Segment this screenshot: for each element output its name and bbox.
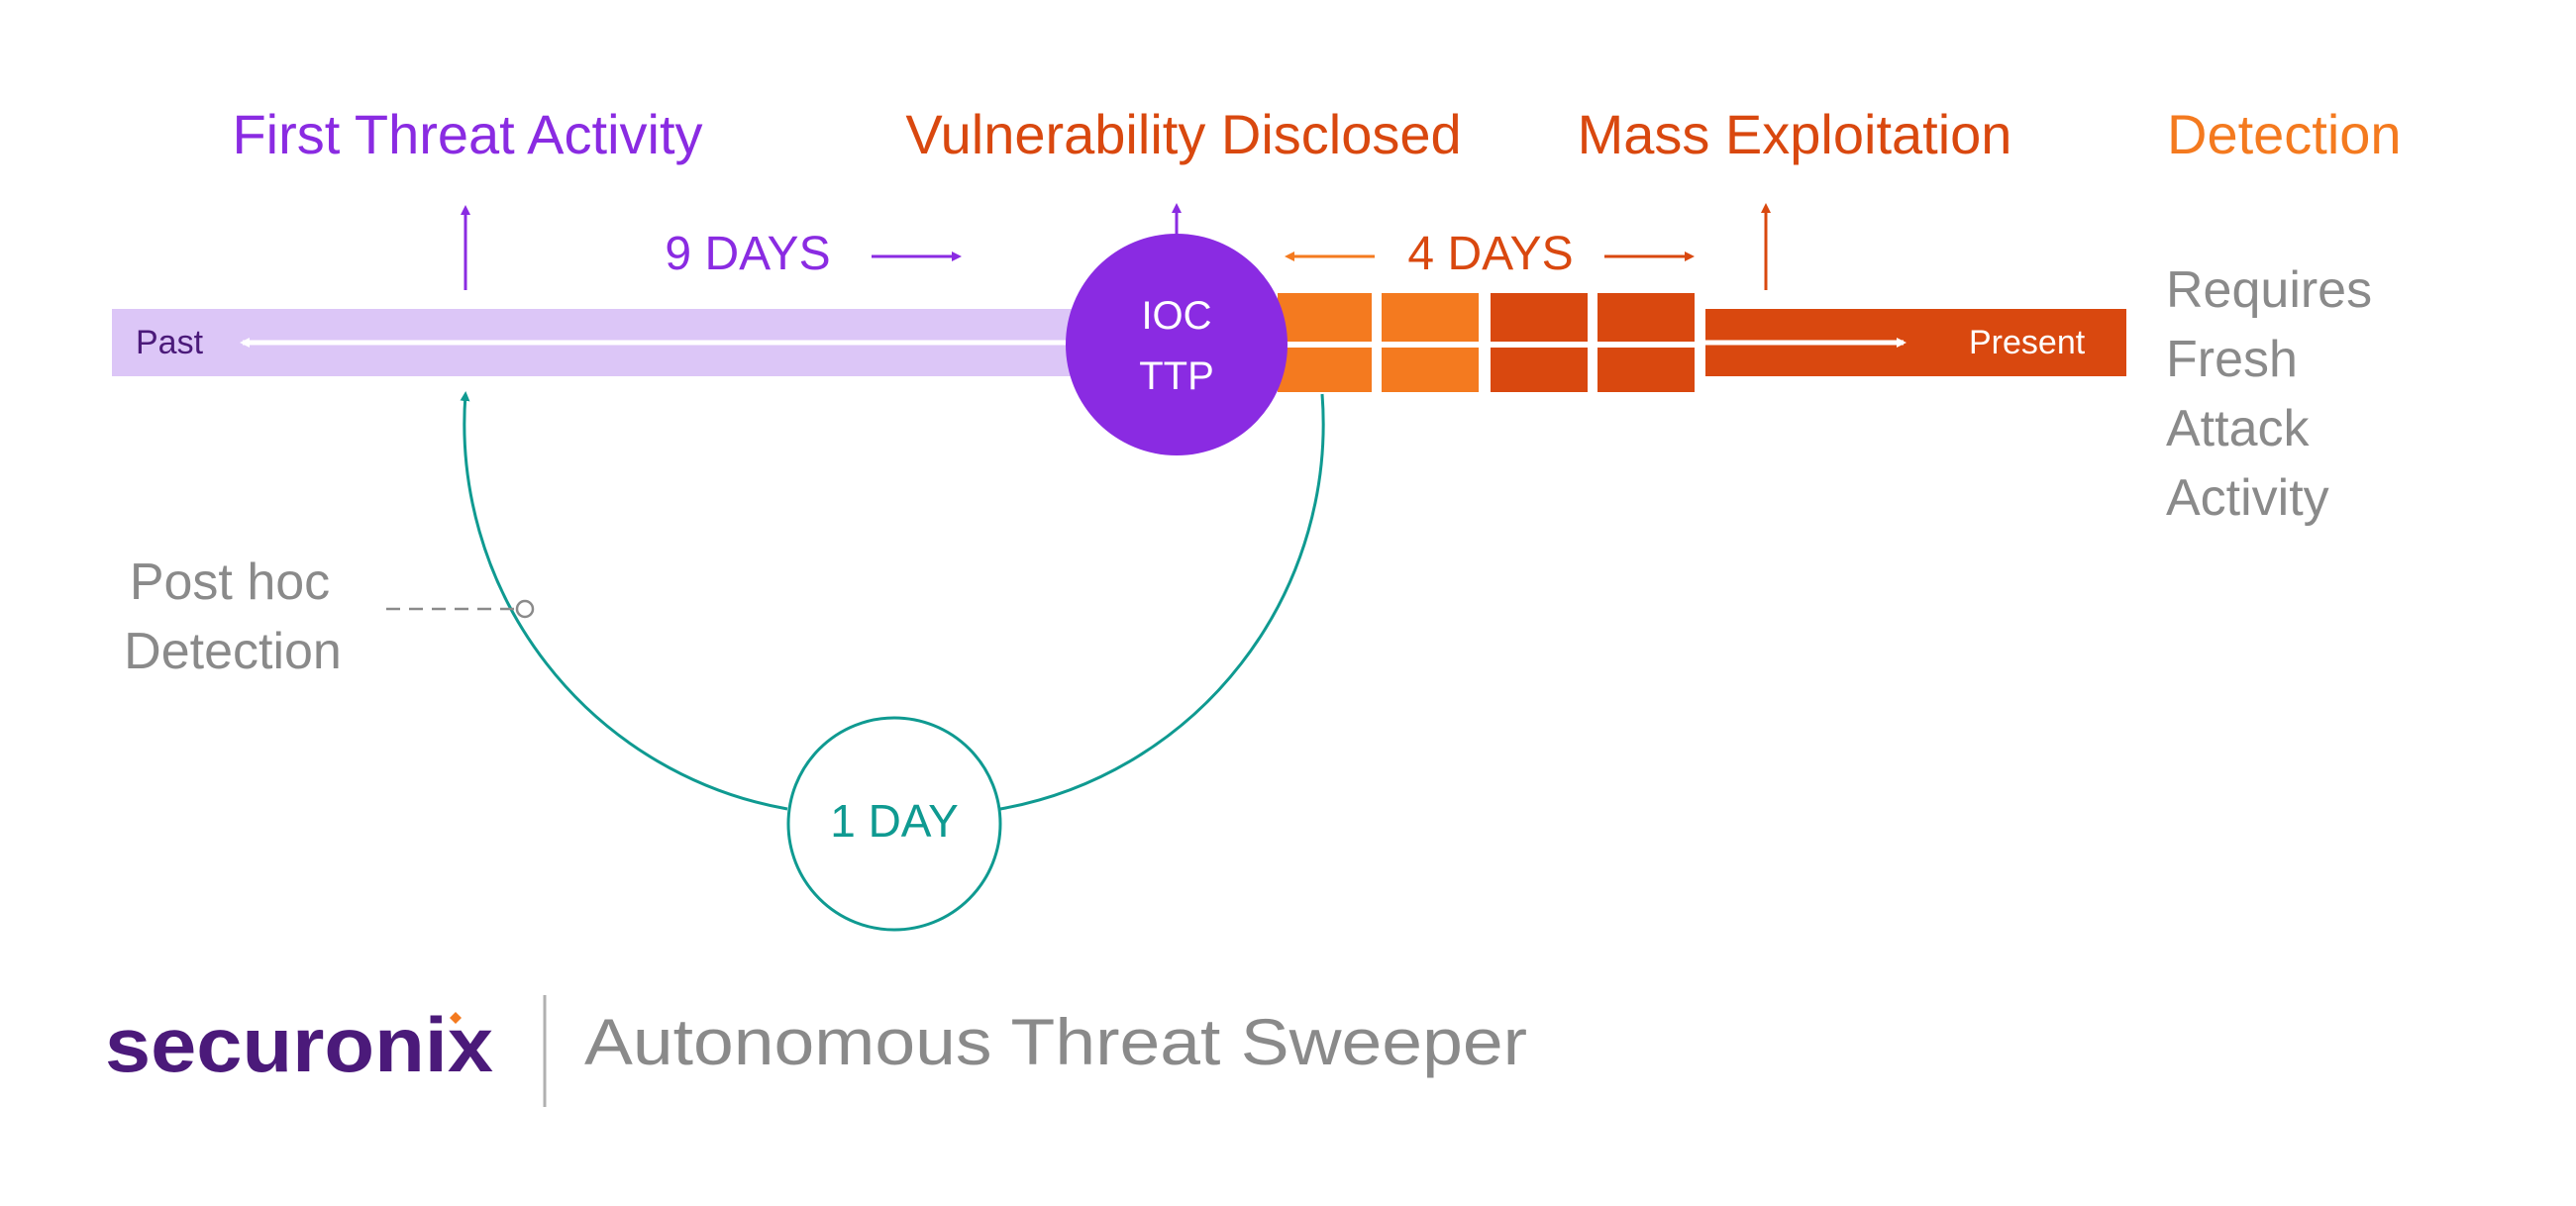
post-hoc-line-1: Post hoc [130, 553, 330, 611]
one-day-loop-left [460, 391, 788, 811]
day-block-4-bottom [1597, 348, 1695, 392]
post-hoc-marker [515, 599, 535, 619]
ioc-ttp-circle [1066, 234, 1288, 455]
one-day-loop-right [999, 393, 1325, 811]
day-block-1-top [1278, 293, 1372, 342]
day-block-3-bottom [1491, 348, 1588, 392]
day-block-1-bottom [1278, 348, 1372, 392]
one-day-circle [786, 716, 1002, 932]
ioc-label: IOC [1141, 294, 1211, 338]
day-block-3-top [1491, 293, 1588, 342]
label-detection: Detection [2167, 103, 2402, 165]
duration-four-days: 4 DAYS [1407, 228, 1573, 280]
ttp-label: TTP [1139, 354, 1214, 398]
timeline-past-label: Past [136, 324, 204, 361]
duration-nine-days: 9 DAYS [665, 228, 830, 280]
day-block-2-bottom [1382, 348, 1479, 392]
day-block-4-top [1597, 293, 1695, 342]
product-title: Autonomous Threat Sweeper [584, 1005, 1527, 1078]
requires-note-line-4: Activity [2166, 469, 2329, 527]
post-hoc-line-2: Detection [124, 623, 342, 680]
day-block-2-top [1382, 293, 1479, 342]
requires-note-line-2: Fresh [2166, 331, 2298, 388]
label-vulnerability-disclosed: Vulnerability Disclosed [905, 103, 1461, 165]
logo-accent-icon [450, 1012, 462, 1024]
label-first-threat-activity: First Threat Activity [232, 103, 702, 165]
timeline-present-label: Present [1969, 324, 2086, 361]
label-mass-exploitation: Mass Exploitation [1578, 103, 2012, 165]
duration-one-day: 1 DAY [830, 795, 959, 847]
requires-note-line-3: Attack [2166, 400, 2310, 457]
requires-note-line-1: Requires [2166, 261, 2372, 319]
securonix-logo: securonix [105, 1001, 493, 1088]
